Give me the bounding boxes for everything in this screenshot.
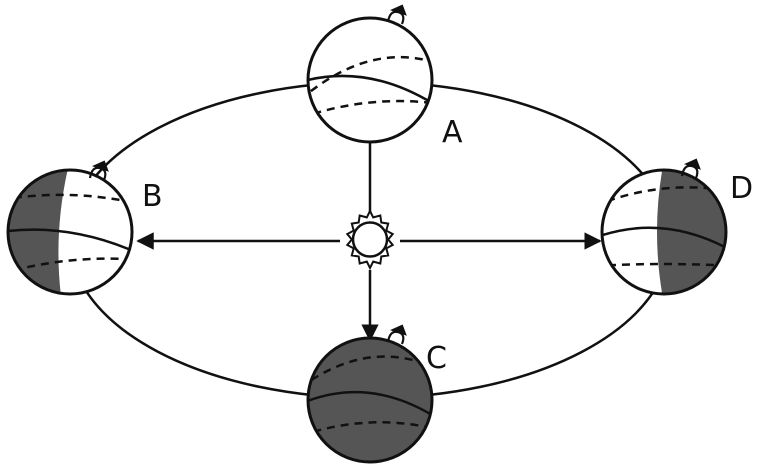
label-d: D [730, 171, 753, 206]
earth-globe-icon [306, 16, 434, 144]
rotation-arrow-icon [680, 158, 701, 179]
rotation-arrow-icon [386, 4, 407, 25]
label-c: C [426, 341, 447, 376]
earth-globe-icon [600, 168, 728, 296]
sun-icon [345, 208, 395, 271]
earth-globe-icon [306, 336, 434, 464]
label-a: A [442, 115, 463, 150]
rotation-arrow-icon [88, 160, 109, 181]
rotation-arrow-icon [386, 324, 407, 345]
label-b: B [142, 179, 163, 214]
earth-globe-icon [6, 168, 134, 296]
